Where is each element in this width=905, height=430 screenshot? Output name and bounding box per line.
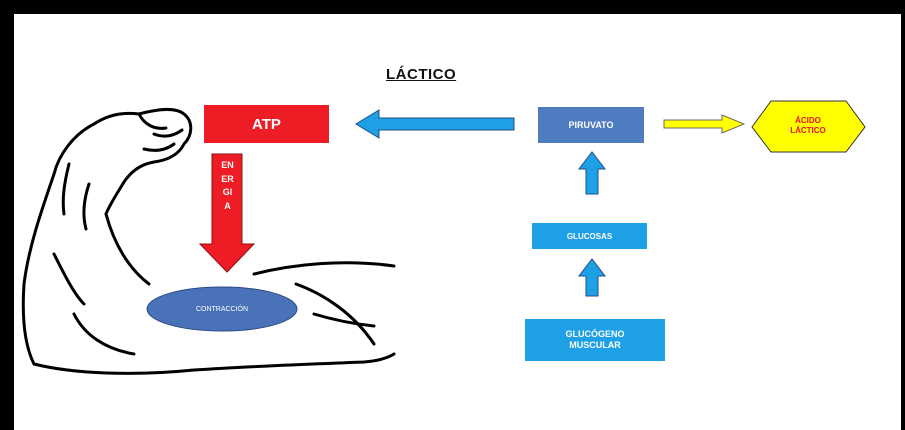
glucogeno-muscular-box: GLUCÓGENO MUSCULAR [525,319,665,361]
acido-label-line2: LÁCTICO [790,126,826,135]
arrow-piruvato-to-acido [663,114,746,134]
diagram-title: LÁCTICO [386,66,457,83]
piruvato-box: PIRUVATO [538,107,644,143]
acido-lactico-label: ÁCIDO LÁCTICO [751,100,865,152]
contraccion-ellipse [146,286,298,332]
energia-label: ENERGIA [221,160,234,211]
glucosas-label: GLUCOSAS [566,231,613,241]
acido-hexagon [751,100,866,153]
acido-label-line1: ÁCIDO [795,116,821,125]
flexed-arm-icon [21,107,396,375]
contraccion-label: CONTRACCIÓN [195,305,249,313]
energia-arrow [198,153,256,273]
atp-label: ATP [252,115,281,133]
atp-box: ATP [204,105,329,143]
glucogeno-label-line1: GLUCÓGENO [565,329,625,339]
arrows-layer [146,100,866,332]
diagram-canvas: LÁCTICO ATP PIRUVATO ÁCIDO LÁCTICO GLUCO… [14,14,901,430]
glucogeno-label-line2: MUSCULAR [569,340,621,350]
arrow-glucogeno-to-glucosas [577,258,607,297]
arrow-glucosas-to-piruvato [577,151,607,195]
glucosas-box: GLUCOSAS [532,223,647,249]
piruvato-label: PIRUVATO [568,120,614,130]
arrow-piruvato-to-atp [355,109,515,139]
